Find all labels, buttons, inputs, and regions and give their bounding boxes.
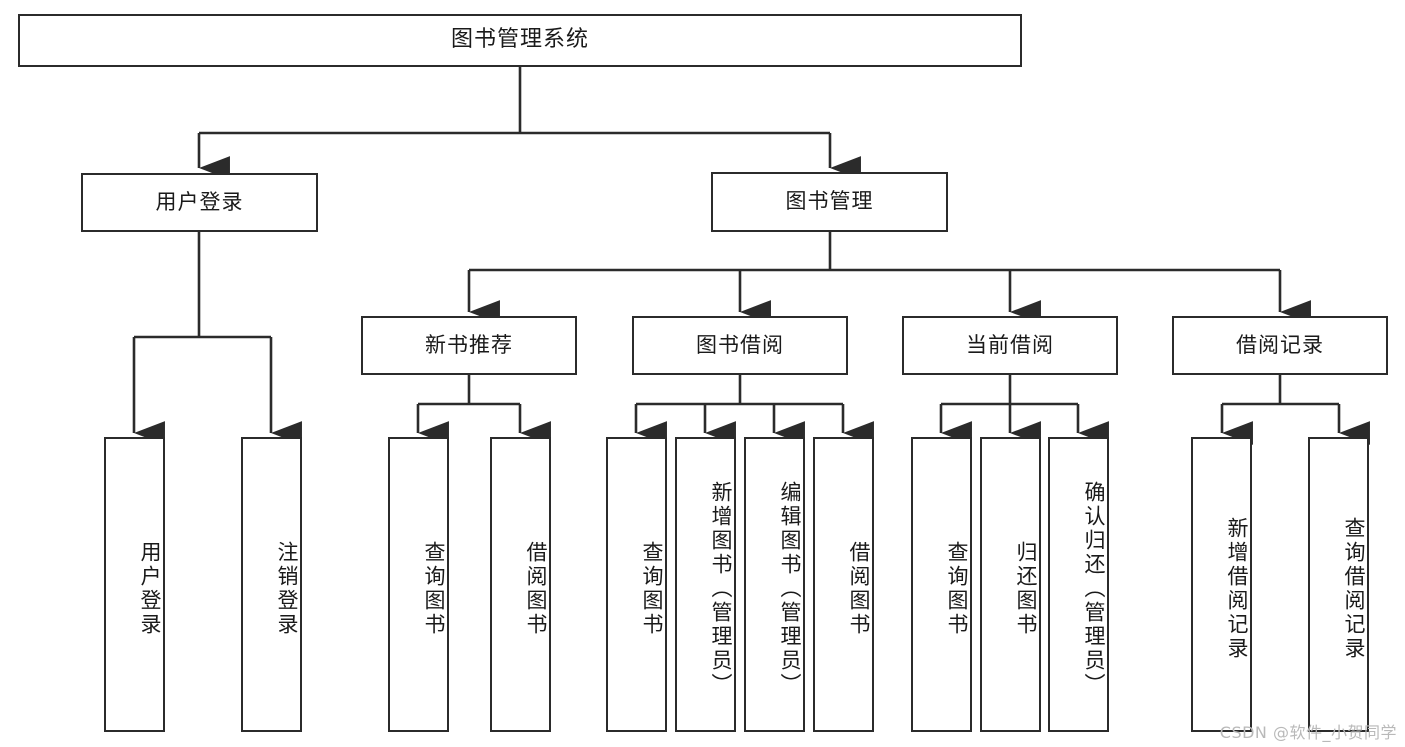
leaf-logout[interactable]: 注销登录 bbox=[241, 437, 302, 732]
leaf-borrow-book-recommend[interactable]: 借阅图书 bbox=[490, 437, 551, 732]
leaf-query-book-current[interactable]: 查询图书 bbox=[911, 437, 972, 732]
leaf-add-borrow-record[interactable]: 新增借阅记录 bbox=[1191, 437, 1252, 732]
node-user-login[interactable]: 用户登录 bbox=[81, 173, 318, 232]
csdn-watermark: CSDN @软件_小贺同学 bbox=[1219, 723, 1397, 742]
node-borrow-record[interactable]: 借阅记录 bbox=[1172, 316, 1388, 375]
leaf-add-book-admin[interactable]: 新增图书（管理员） bbox=[675, 437, 736, 732]
leaf-return-book[interactable]: 归还图书 bbox=[980, 437, 1041, 732]
node-current-borrow[interactable]: 当前借阅 bbox=[902, 316, 1118, 375]
leaf-borrow-book[interactable]: 借阅图书 bbox=[813, 437, 874, 732]
node-book-borrow[interactable]: 图书借阅 bbox=[632, 316, 848, 375]
leaf-user-login[interactable]: 用户登录 bbox=[104, 437, 165, 732]
leaf-confirm-return-admin[interactable]: 确认归还（管理员） bbox=[1048, 437, 1109, 732]
leaf-edit-book-admin[interactable]: 编辑图书（管理员） bbox=[744, 437, 805, 732]
leaf-query-borrow-record[interactable]: 查询借阅记录 bbox=[1308, 437, 1369, 732]
node-new-book-recommend[interactable]: 新书推荐 bbox=[361, 316, 577, 375]
node-root-book-management-system[interactable]: 图书管理系统 bbox=[18, 14, 1022, 67]
leaf-query-book-borrow[interactable]: 查询图书 bbox=[606, 437, 667, 732]
node-book-management[interactable]: 图书管理 bbox=[711, 172, 948, 232]
leaf-query-book-recommend[interactable]: 查询图书 bbox=[388, 437, 449, 732]
